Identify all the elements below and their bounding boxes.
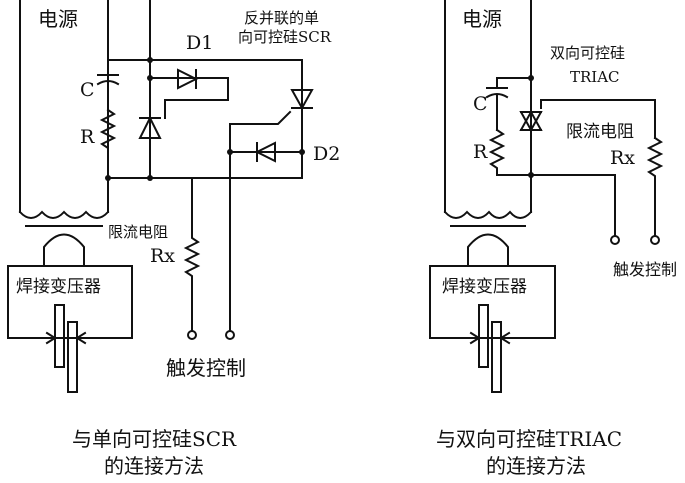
right-secondary-arch (467, 233, 509, 267)
left-d1-icon (177, 68, 199, 90)
left-trigger-label: 触发控制 (166, 356, 246, 380)
left-scr-note-line1: 反并联的单 (244, 9, 319, 27)
right-junctions (528, 75, 534, 178)
right-trigger-label: 触发控制 (613, 260, 677, 279)
right-arrow-in (429, 331, 481, 345)
right-trigger-line (530, 174, 616, 237)
right-c-label: C (473, 93, 488, 115)
right-resistor (488, 128, 532, 176)
right-triac-gate (540, 99, 656, 139)
right-rx-label: Rx (610, 147, 635, 169)
right-trigger-terminal-1 (610, 235, 620, 245)
left-junctions (105, 57, 305, 181)
left-scr2-gate (229, 110, 292, 331)
left-trigger-terminal-1 (187, 330, 197, 340)
left-trigger-terminal-2 (225, 330, 235, 340)
left-power-label: 电源 (38, 7, 78, 31)
right-transformer-label: 焊接变压器 (442, 277, 527, 297)
left-capacitor (96, 59, 120, 111)
right-power-label: 电源 (462, 7, 502, 31)
left-arrow-in-right (75, 331, 133, 345)
left-caption-line2: 的连接方法 (104, 454, 204, 478)
right-trigger-terminal-2 (650, 235, 660, 245)
left-c-label: C (80, 79, 95, 101)
right-rx-resistor (646, 136, 664, 237)
right-capacitor (485, 77, 532, 131)
right-circuit (429, 0, 664, 393)
right-electrode-b (491, 321, 502, 393)
left-rx-label: Rx (150, 245, 175, 267)
left-electrode-a (54, 304, 65, 368)
right-caption-line1: 与双向可控硅TRIAC (436, 427, 622, 451)
left-primary-leads (19, 0, 109, 213)
left-scr-note-line2: 向可控硅SCR (238, 28, 332, 46)
left-resistor (99, 108, 117, 179)
left-secondary-arch (43, 233, 85, 267)
left-electrode-b (67, 321, 78, 393)
right-transformer-coil (443, 210, 533, 219)
right-primary-leads (444, 0, 532, 213)
right-r-label: R (473, 141, 488, 163)
left-scr1-icon (138, 115, 162, 139)
left-d2-label: D2 (313, 143, 340, 165)
left-welder-box (7, 265, 133, 339)
left-transformer-coil (18, 210, 110, 219)
left-r-label: R (80, 126, 95, 148)
right-arrow-in-right (499, 331, 556, 345)
left-d1-label: D1 (186, 32, 213, 54)
left-scr-frame (107, 59, 303, 179)
right-triac-line1: 双向可控硅 (550, 44, 625, 62)
left-arrow-in (7, 331, 57, 345)
left-transformer-label: 焊接变压器 (16, 277, 101, 297)
right-rx-title: 限流电阻 (566, 122, 634, 142)
left-circuit (7, 0, 314, 393)
left-rx-resistor (149, 177, 201, 331)
right-electrode-a (478, 304, 489, 368)
right-triac-line2: TRIAC (570, 68, 620, 86)
left-scr2-icon (290, 89, 314, 111)
left-scr1-gate (149, 77, 229, 119)
left-caption-line1: 与单向可控硅SCR (72, 427, 237, 451)
left-rx-title: 限流电阻 (108, 223, 168, 241)
right-caption-line2: 的连接方法 (486, 454, 586, 478)
